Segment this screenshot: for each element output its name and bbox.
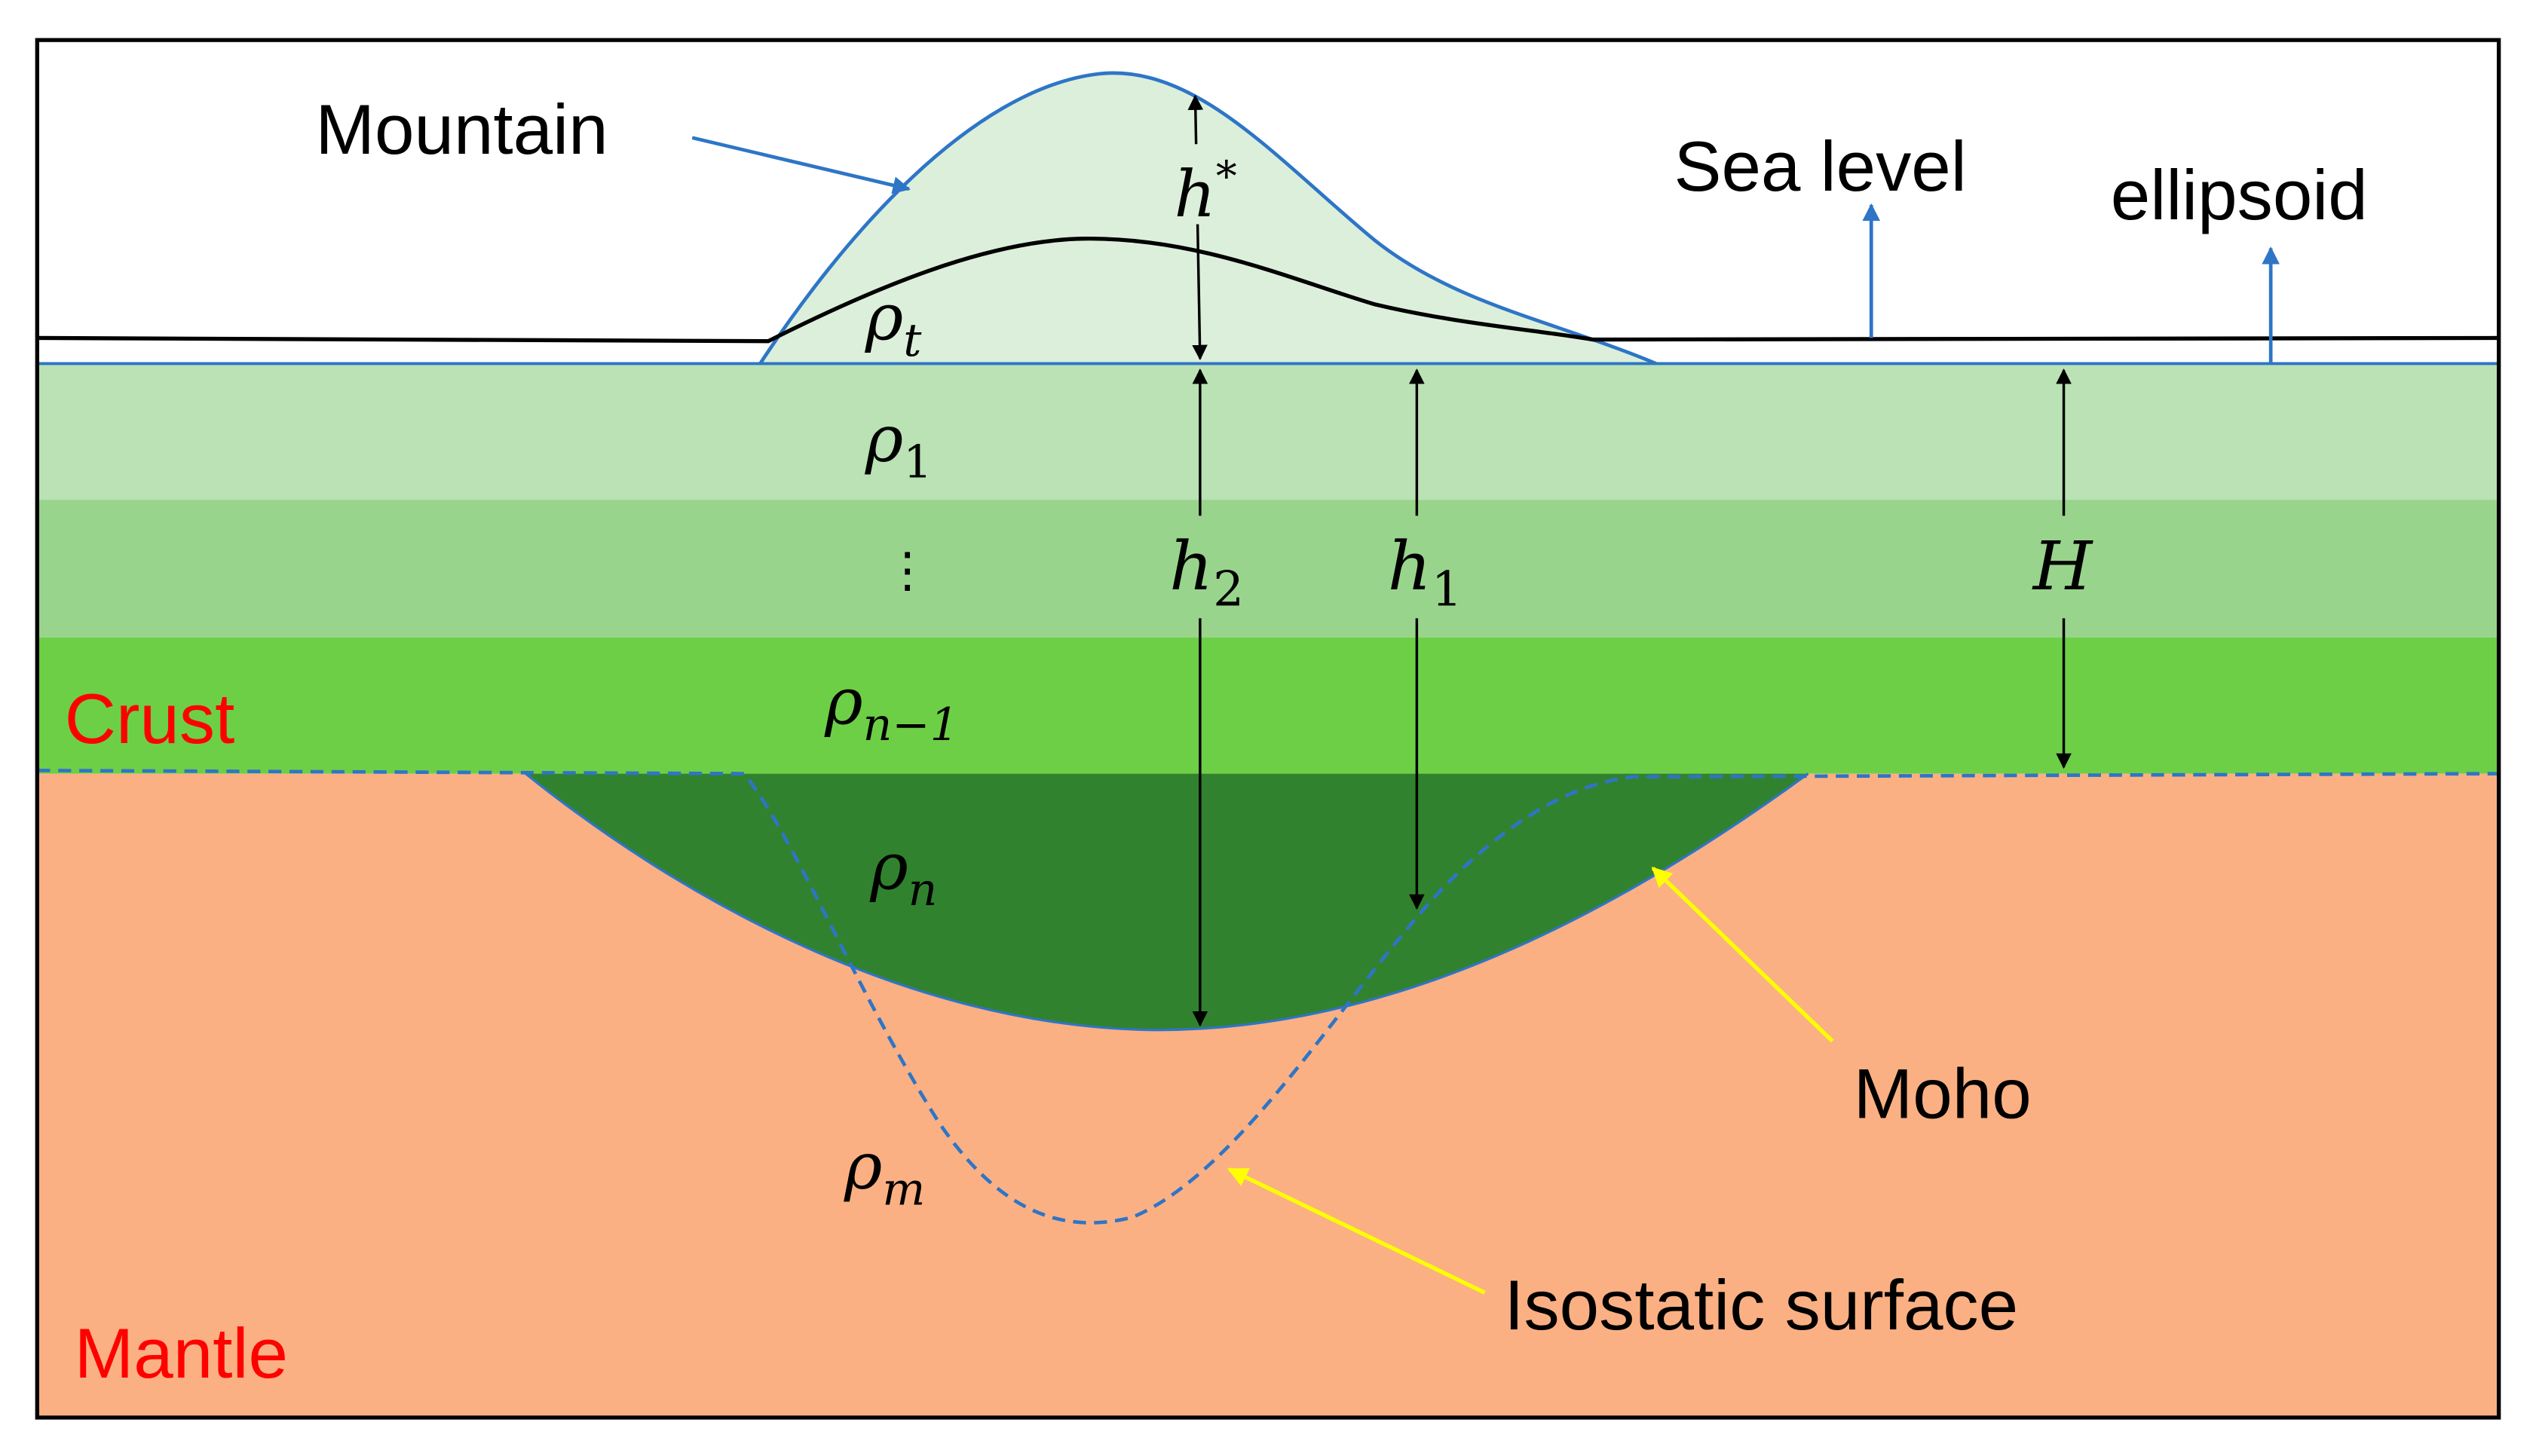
crust-layer-1: [37, 363, 2499, 500]
crustal-root: [525, 773, 1809, 1030]
h-star-arrow: [1187, 94, 1208, 361]
rho-m-symbol: ρm: [844, 1130, 925, 1216]
sea-level-line: [37, 237, 2499, 344]
crust-layer-3: [37, 637, 2499, 774]
h2-symbol: h2: [1169, 528, 1244, 618]
isostatic-pointer-arrow: [1227, 1167, 1486, 1295]
mantle-label: Mantle: [75, 1314, 288, 1393]
sea-level-label: Sea level: [1674, 127, 1966, 206]
rho-n-symbol: ρn: [869, 830, 937, 916]
vertical-dots: ⋮: [883, 543, 931, 598]
diagram-frame: [35, 38, 2501, 1420]
moho-pointer-arrow: [1651, 867, 1834, 1043]
moho-line: [525, 772, 1809, 1032]
crust-label: Crust: [65, 680, 234, 759]
H-symbol: H: [2032, 528, 2093, 607]
h1-symbol: h1: [1388, 528, 1462, 618]
isostatic-surface-line: [37, 768, 2499, 1225]
rho-1-symbol: ρ1: [865, 402, 933, 488]
mountain-label: Mountain: [315, 90, 608, 169]
crust-layer-2: [37, 500, 2499, 638]
ellipsoid-label: ellipsoid: [2111, 156, 2368, 235]
rho-t-symbol: ρt: [865, 281, 923, 367]
mountain-pointer-arrow: [691, 136, 911, 194]
isostatic-surface-label: Isostatic surface: [1504, 1265, 2018, 1344]
h-star-symbol: h*: [1175, 152, 1237, 232]
moho-label: Moho: [1854, 1054, 2032, 1133]
rho-n-minus-1-symbol: ρn−1: [824, 665, 959, 751]
